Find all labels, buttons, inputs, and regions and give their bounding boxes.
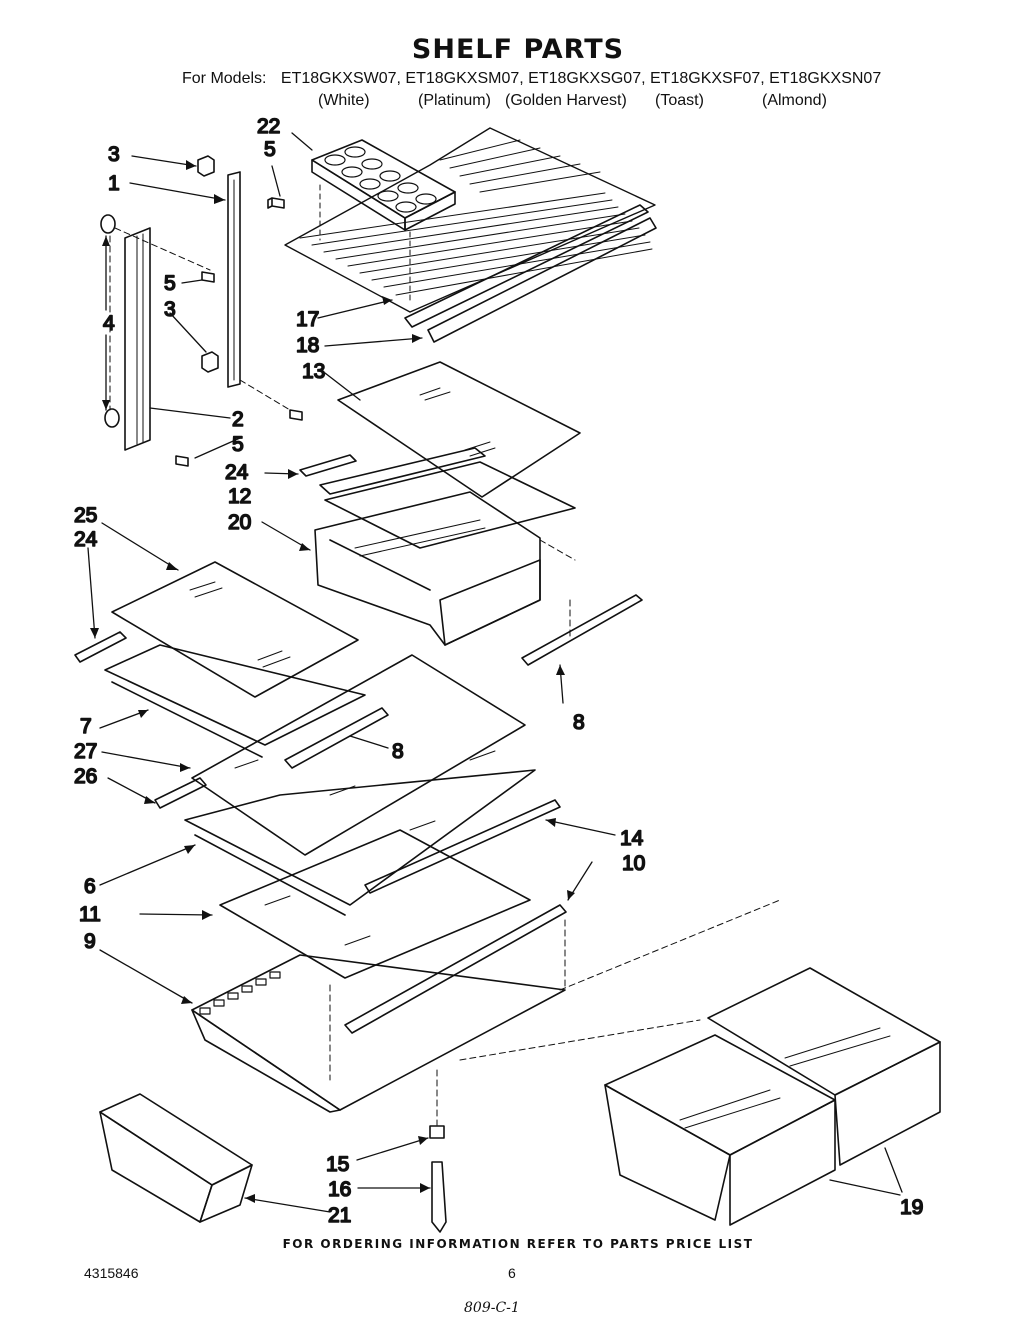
model-color: (Platinum) — [418, 92, 491, 109]
callout-24: 24 — [74, 528, 98, 551]
shelf-ladder-left — [124, 227, 151, 451]
shelf-trim-24 — [299, 454, 357, 477]
shelf-trim-24 — [74, 631, 127, 663]
callout-8: 8 — [392, 740, 404, 763]
ordering-info-footer: FOR ORDERING INFORMATION REFER TO PARTS … — [282, 1237, 754, 1251]
models-lead: For Models: — [182, 70, 267, 87]
handwritten-note: 809-C-1 — [464, 1300, 520, 1316]
leader-lines — [87, 132, 903, 1213]
model-number: ET18GKXSG07, — [528, 70, 646, 87]
models-line: For Models: ET18GKXSW07, ET18GKXSM07, ET… — [182, 70, 881, 88]
glass-shelf-25 — [111, 561, 359, 698]
callout-16: 16 — [328, 1178, 351, 1201]
wire-shelf — [284, 127, 657, 343]
callout-24: 24 — [225, 461, 249, 484]
utility-bin — [99, 1093, 253, 1223]
callout-9: 9 — [84, 930, 96, 953]
callout-18: 18 — [296, 334, 319, 357]
callout-5: 5 — [232, 433, 244, 456]
callout-7: 7 — [80, 715, 92, 738]
model-number: ET18GKXSF07, — [650, 70, 765, 87]
shelf-trim-26 — [154, 777, 207, 809]
glass-shelf-13 — [337, 361, 581, 498]
callout-22: 22 — [257, 115, 280, 138]
callout-5: 5 — [264, 138, 276, 161]
shelf-trim-14 — [364, 799, 561, 894]
model-color: (Almond) — [762, 92, 827, 109]
crisper-rail-10 — [344, 904, 567, 1034]
callout-11: 11 — [79, 903, 101, 926]
crisper-pan-left — [604, 1034, 836, 1226]
callout-27: 27 — [74, 740, 97, 763]
shelf-frame-7 — [104, 644, 366, 758]
callout-2: 2 — [232, 408, 244, 431]
callout-5: 5 — [164, 272, 176, 295]
page-title: SHELF PARTS — [411, 34, 625, 65]
callout-15: 15 — [326, 1153, 349, 1176]
callout-3: 3 — [108, 143, 120, 166]
page-number: 6 — [508, 1265, 516, 1281]
callout-1: 1 — [108, 172, 120, 195]
callout-21: 21 — [328, 1204, 351, 1227]
ladder-hardware — [100, 155, 303, 467]
callout-3: 3 — [164, 298, 176, 321]
callout-26: 26 — [74, 765, 97, 788]
cover-leveler — [429, 1069, 447, 1233]
shelf-frame-6 — [184, 769, 536, 916]
callout-14: 14 — [620, 827, 644, 850]
callout-19: 19 — [900, 1196, 923, 1219]
callout-20: 20 — [228, 511, 251, 534]
callout-6: 6 — [84, 875, 96, 898]
callout-8: 8 — [573, 711, 585, 734]
callout-4: 4 — [103, 312, 115, 335]
crisper-pan-right — [707, 967, 941, 1166]
crisper-cover-glass — [219, 829, 531, 979]
callout-12: 12 — [228, 485, 251, 508]
model-number: ET18GKXSN07 — [769, 70, 882, 87]
model-color: (Golden Harvest) — [505, 92, 627, 109]
slide-rail-8 — [284, 707, 389, 769]
leader-arrowheads — [90, 160, 575, 1203]
ice-tray — [311, 139, 456, 301]
callout-25: 25 — [74, 504, 97, 527]
shelf-ladder-right — [227, 171, 241, 388]
callout-numbers: 3 1 22 5 5 3 4 2 5 17 18 13 24 12 20 25 … — [73, 114, 924, 1228]
callout-17: 17 — [296, 308, 319, 331]
crisper-cover-frame — [191, 899, 781, 1113]
callout-13: 13 — [302, 360, 325, 383]
callout-10: 10 — [622, 852, 645, 875]
glass-shelf-27 — [191, 654, 526, 856]
model-color: (Toast) — [655, 92, 704, 109]
slide-rail-8 — [521, 594, 643, 666]
model-number: ET18GKXSM07, — [405, 70, 524, 87]
meat-pan-assembly — [314, 447, 576, 646]
model-color: (White) — [318, 92, 370, 109]
document-number: 4315846 — [84, 1265, 139, 1281]
model-number: ET18GKXSW07, — [280, 70, 401, 87]
